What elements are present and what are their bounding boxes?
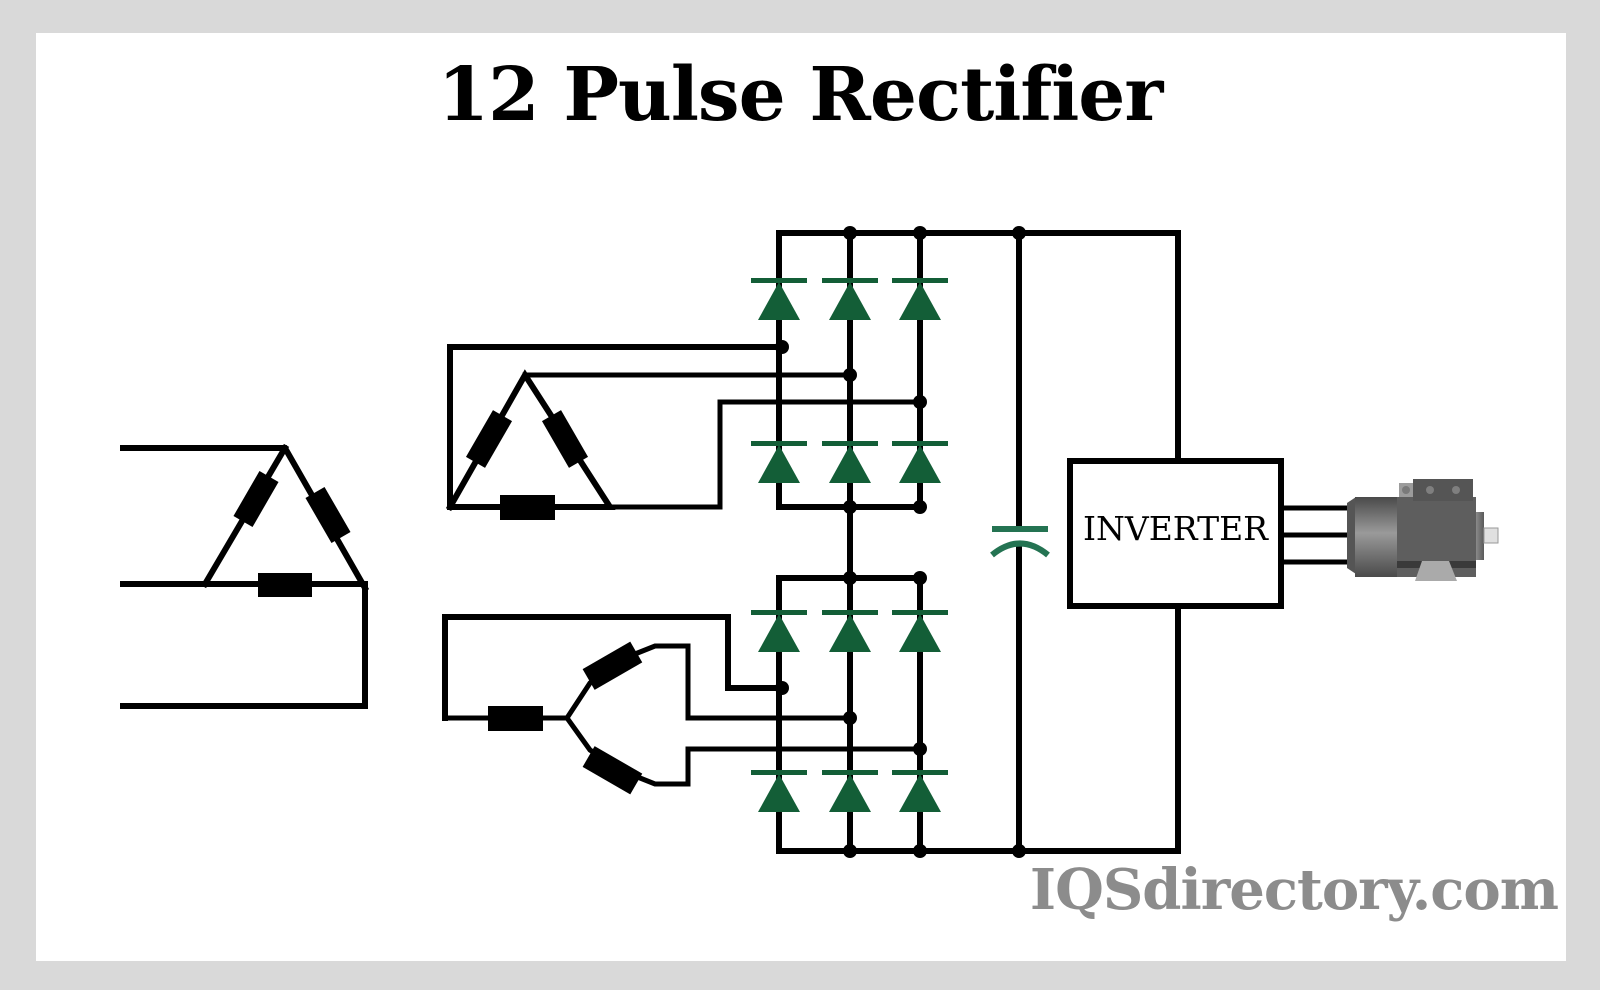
- diode-9: [892, 610, 948, 652]
- junction-dot: [843, 571, 857, 585]
- watermark-brand: IQSdirectory.com: [1029, 857, 1559, 923]
- diode-cathode-bar: [822, 610, 878, 615]
- diode-12: [892, 770, 948, 812]
- diode-anode-triangle: [829, 774, 871, 812]
- motor-bell-housing: [1355, 497, 1397, 577]
- diode-anode-triangle: [829, 445, 871, 483]
- diode-cathode-bar: [751, 610, 807, 615]
- diode-cathode-bar: [822, 441, 878, 446]
- winding-wye-a: [488, 706, 543, 731]
- winding-upper-b: [541, 410, 589, 468]
- winding-upper-c: [500, 495, 555, 520]
- diode-4: [751, 441, 807, 483]
- diode-anode-triangle: [899, 614, 941, 652]
- diagram-title: 12 Pulse Rectifier: [437, 52, 1164, 138]
- diagram-panel: [36, 33, 1566, 961]
- diode-cathode-bar: [822, 770, 878, 775]
- junction-dot: [843, 711, 857, 725]
- motor-icon: [1347, 479, 1499, 581]
- diode-8: [822, 610, 878, 652]
- diode-anode-triangle: [899, 445, 941, 483]
- diode-10: [751, 770, 807, 812]
- motor-bolt-1: [1402, 486, 1410, 494]
- winding-wye-b: [582, 641, 643, 690]
- inverter-label: INVERTER: [1082, 509, 1269, 548]
- capacitor-plate-curved: [990, 540, 1050, 558]
- junction-dot: [913, 742, 927, 756]
- lower-wye-phase-b: [442, 643, 853, 721]
- diode-6: [892, 441, 948, 483]
- junction-dot: [913, 226, 927, 240]
- motor-bolt-3: [1452, 486, 1460, 494]
- lower-bridge-top: [776, 575, 923, 854]
- motor-bolt-2: [1426, 486, 1434, 494]
- junction-dot: [843, 500, 857, 514]
- diode-cathode-bar: [892, 610, 948, 615]
- diode-3: [892, 278, 948, 320]
- motor-feed-lines: [1278, 505, 1355, 565]
- diode-anode-triangle: [829, 282, 871, 320]
- diode-anode-triangle: [899, 282, 941, 320]
- diode-5: [822, 441, 878, 483]
- junction-dot: [1012, 226, 1026, 240]
- diode-anode-triangle: [758, 774, 800, 812]
- diode-anode-triangle: [758, 614, 800, 652]
- dc-positive-rail: [776, 230, 1181, 510]
- lower-wye-secondary: [442, 614, 923, 787]
- motor-terminal-box: [1413, 479, 1473, 501]
- junction-dot: [843, 844, 857, 858]
- winding-wye-c: [582, 746, 643, 795]
- junction-dot: [1012, 844, 1026, 858]
- source-line-2-3: [120, 581, 368, 709]
- diode-cathode-bar: [892, 441, 948, 446]
- diode-anode-triangle: [758, 445, 800, 483]
- dc-link-capacitor: [990, 526, 1050, 558]
- diode-2: [822, 278, 878, 320]
- diode-cathode-bar: [751, 441, 807, 446]
- motor-shaft: [1483, 527, 1499, 544]
- lower-wye-phase-c: [563, 714, 923, 787]
- winding-upper-a: [465, 410, 513, 468]
- dc-negative-rail: [776, 605, 1181, 854]
- lower-wye-phase-a: [442, 614, 785, 721]
- source-delta-transformer: [120, 443, 370, 709]
- motor-rear-cap: [1476, 512, 1484, 560]
- upper-delta-phase-c: [607, 399, 923, 510]
- winding-source-b: [305, 486, 351, 544]
- junction-dot: [913, 571, 927, 585]
- diode-anode-triangle: [899, 774, 941, 812]
- junction-dot: [843, 226, 857, 240]
- diode-1: [751, 278, 807, 320]
- diodes: [751, 278, 948, 812]
- junction-dot: [913, 500, 927, 514]
- winding-source-a: [233, 470, 279, 528]
- junction-dot: [913, 844, 927, 858]
- diode-7: [751, 610, 807, 652]
- junction-dot: [775, 681, 789, 695]
- diode-11: [822, 770, 878, 812]
- diode-cathode-bar: [892, 278, 948, 283]
- diode-cathode-bar: [751, 770, 807, 775]
- junctions: [775, 226, 1026, 858]
- junction-dot: [913, 395, 927, 409]
- motor-mount-foot: [1415, 561, 1457, 581]
- junction-dot: [843, 368, 857, 382]
- diode-cathode-bar: [892, 770, 948, 775]
- diode-cathode-bar: [751, 278, 807, 283]
- motor-end-cap: [1347, 497, 1356, 574]
- diode-cathode-bar: [822, 278, 878, 283]
- diode-anode-triangle: [829, 614, 871, 652]
- winding-source-c: [258, 573, 312, 597]
- diode-anode-triangle: [758, 282, 800, 320]
- junction-dot: [775, 340, 789, 354]
